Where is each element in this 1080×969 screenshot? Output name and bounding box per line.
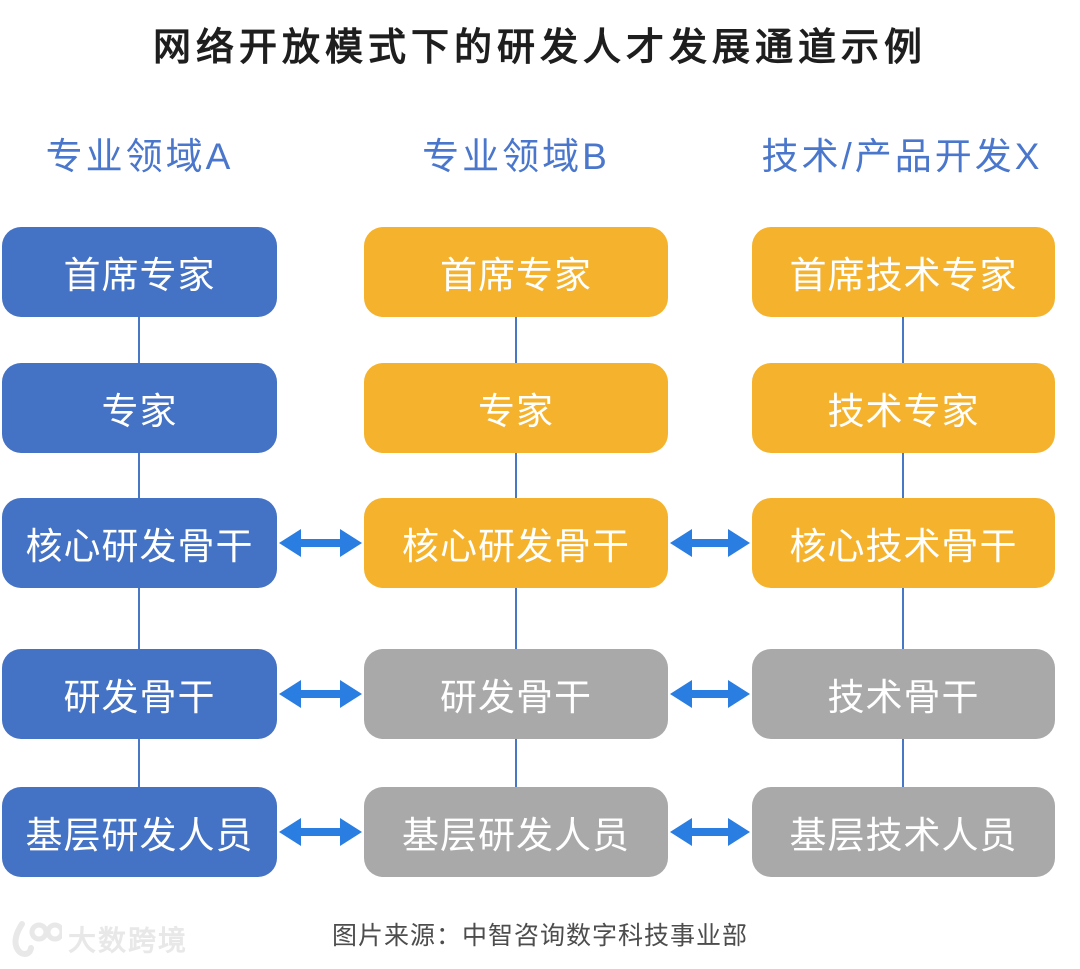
arrowhead-right — [340, 680, 362, 708]
double-arrow-icon — [670, 528, 750, 558]
node-expert-a: 专家 — [2, 363, 277, 453]
node-label: 首席技术专家 — [789, 255, 1018, 296]
node-rd-backbone-a: 研发骨干 — [2, 649, 277, 739]
node-core-rd-backbone-a: 核心研发骨干 — [2, 498, 277, 588]
connector-line — [902, 317, 904, 363]
connector-line — [902, 739, 904, 787]
watermark-text: 大数跨境 — [68, 925, 189, 956]
arrowhead-left — [670, 680, 692, 708]
arrowhead-left — [670, 818, 692, 846]
image-source-caption: 图片来源：中智咨询数字科技事业部 — [331, 922, 748, 950]
arrowhead-right — [728, 680, 750, 708]
node-expert-b: 专家 — [364, 363, 668, 453]
node-junior-rd-staff-a: 基层研发人员 — [2, 787, 277, 877]
arrowhead-left — [279, 680, 301, 708]
node-core-rd-backbone-b: 核心研发骨干 — [364, 498, 668, 588]
arrowhead-right — [340, 818, 362, 846]
node-tech-expert-x: 技术专家 — [752, 363, 1055, 453]
connector-line — [138, 453, 140, 498]
arrow-shaft — [301, 539, 340, 547]
arrowhead-left — [670, 529, 692, 557]
node-chief-expert-b: 首席专家 — [364, 227, 668, 317]
node-label: 基层技术人员 — [789, 815, 1018, 856]
column-header-b: 专业领域B — [422, 136, 610, 177]
node-label: 首席专家 — [63, 255, 216, 296]
node-label: 专家 — [101, 391, 178, 432]
node-chief-expert-a: 首席专家 — [2, 227, 277, 317]
connector-line — [515, 317, 517, 363]
double-arrow-icon — [670, 679, 750, 709]
node-label: 技术骨干 — [827, 677, 980, 718]
node-junior-rd-staff-b: 基层研发人员 — [364, 787, 668, 877]
node-label: 核心技术骨干 — [789, 526, 1018, 567]
connector-line — [515, 739, 517, 787]
node-label: 基层研发人员 — [25, 815, 254, 856]
arrowhead-right — [728, 529, 750, 557]
node-label: 核心研发骨干 — [25, 526, 254, 567]
arrowhead-right — [340, 529, 362, 557]
node-label: 核心研发骨干 — [402, 526, 630, 567]
connector-line — [138, 588, 140, 649]
arrow-shaft — [301, 690, 340, 698]
connector-line — [902, 588, 904, 649]
node-rd-backbone-b: 研发骨干 — [364, 649, 668, 739]
node-label: 研发骨干 — [63, 677, 216, 718]
double-arrow-icon — [670, 817, 750, 847]
node-chief-tech-expert-x: 首席技术专家 — [752, 227, 1055, 317]
arrowhead-left — [279, 529, 301, 557]
node-tech-backbone-x: 技术骨干 — [752, 649, 1055, 739]
double-arrow-icon — [279, 528, 362, 558]
watermark-logo-icon — [12, 921, 62, 957]
node-core-tech-backbone-x: 核心技术骨干 — [752, 498, 1055, 588]
arrow-shaft — [692, 828, 728, 836]
arrowhead-right — [728, 818, 750, 846]
connector-line — [515, 453, 517, 498]
column-header-x: 技术/产品开发X — [761, 136, 1043, 177]
node-label: 首席专家 — [440, 255, 592, 296]
node-label: 研发骨干 — [440, 677, 592, 718]
double-arrow-icon — [279, 817, 362, 847]
connector-line — [138, 317, 140, 363]
connector-line — [902, 453, 904, 498]
arrow-shaft — [692, 690, 728, 698]
node-label: 技术专家 — [827, 391, 980, 432]
connector-line — [515, 588, 517, 649]
column-header-a: 专业领域A — [45, 136, 234, 177]
connector-line — [138, 739, 140, 787]
double-arrow-icon — [279, 679, 362, 709]
arrow-shaft — [692, 539, 728, 547]
watermark: 大数跨境 — [8, 916, 188, 962]
node-label: 基层研发人员 — [402, 815, 630, 856]
arrow-shaft — [301, 828, 340, 836]
node-junior-tech-staff-x: 基层技术人员 — [752, 787, 1055, 877]
arrowhead-left — [279, 818, 301, 846]
page-title: 网络开放模式下的研发人才发展通道示例 — [152, 27, 927, 69]
node-label: 专家 — [478, 391, 554, 432]
